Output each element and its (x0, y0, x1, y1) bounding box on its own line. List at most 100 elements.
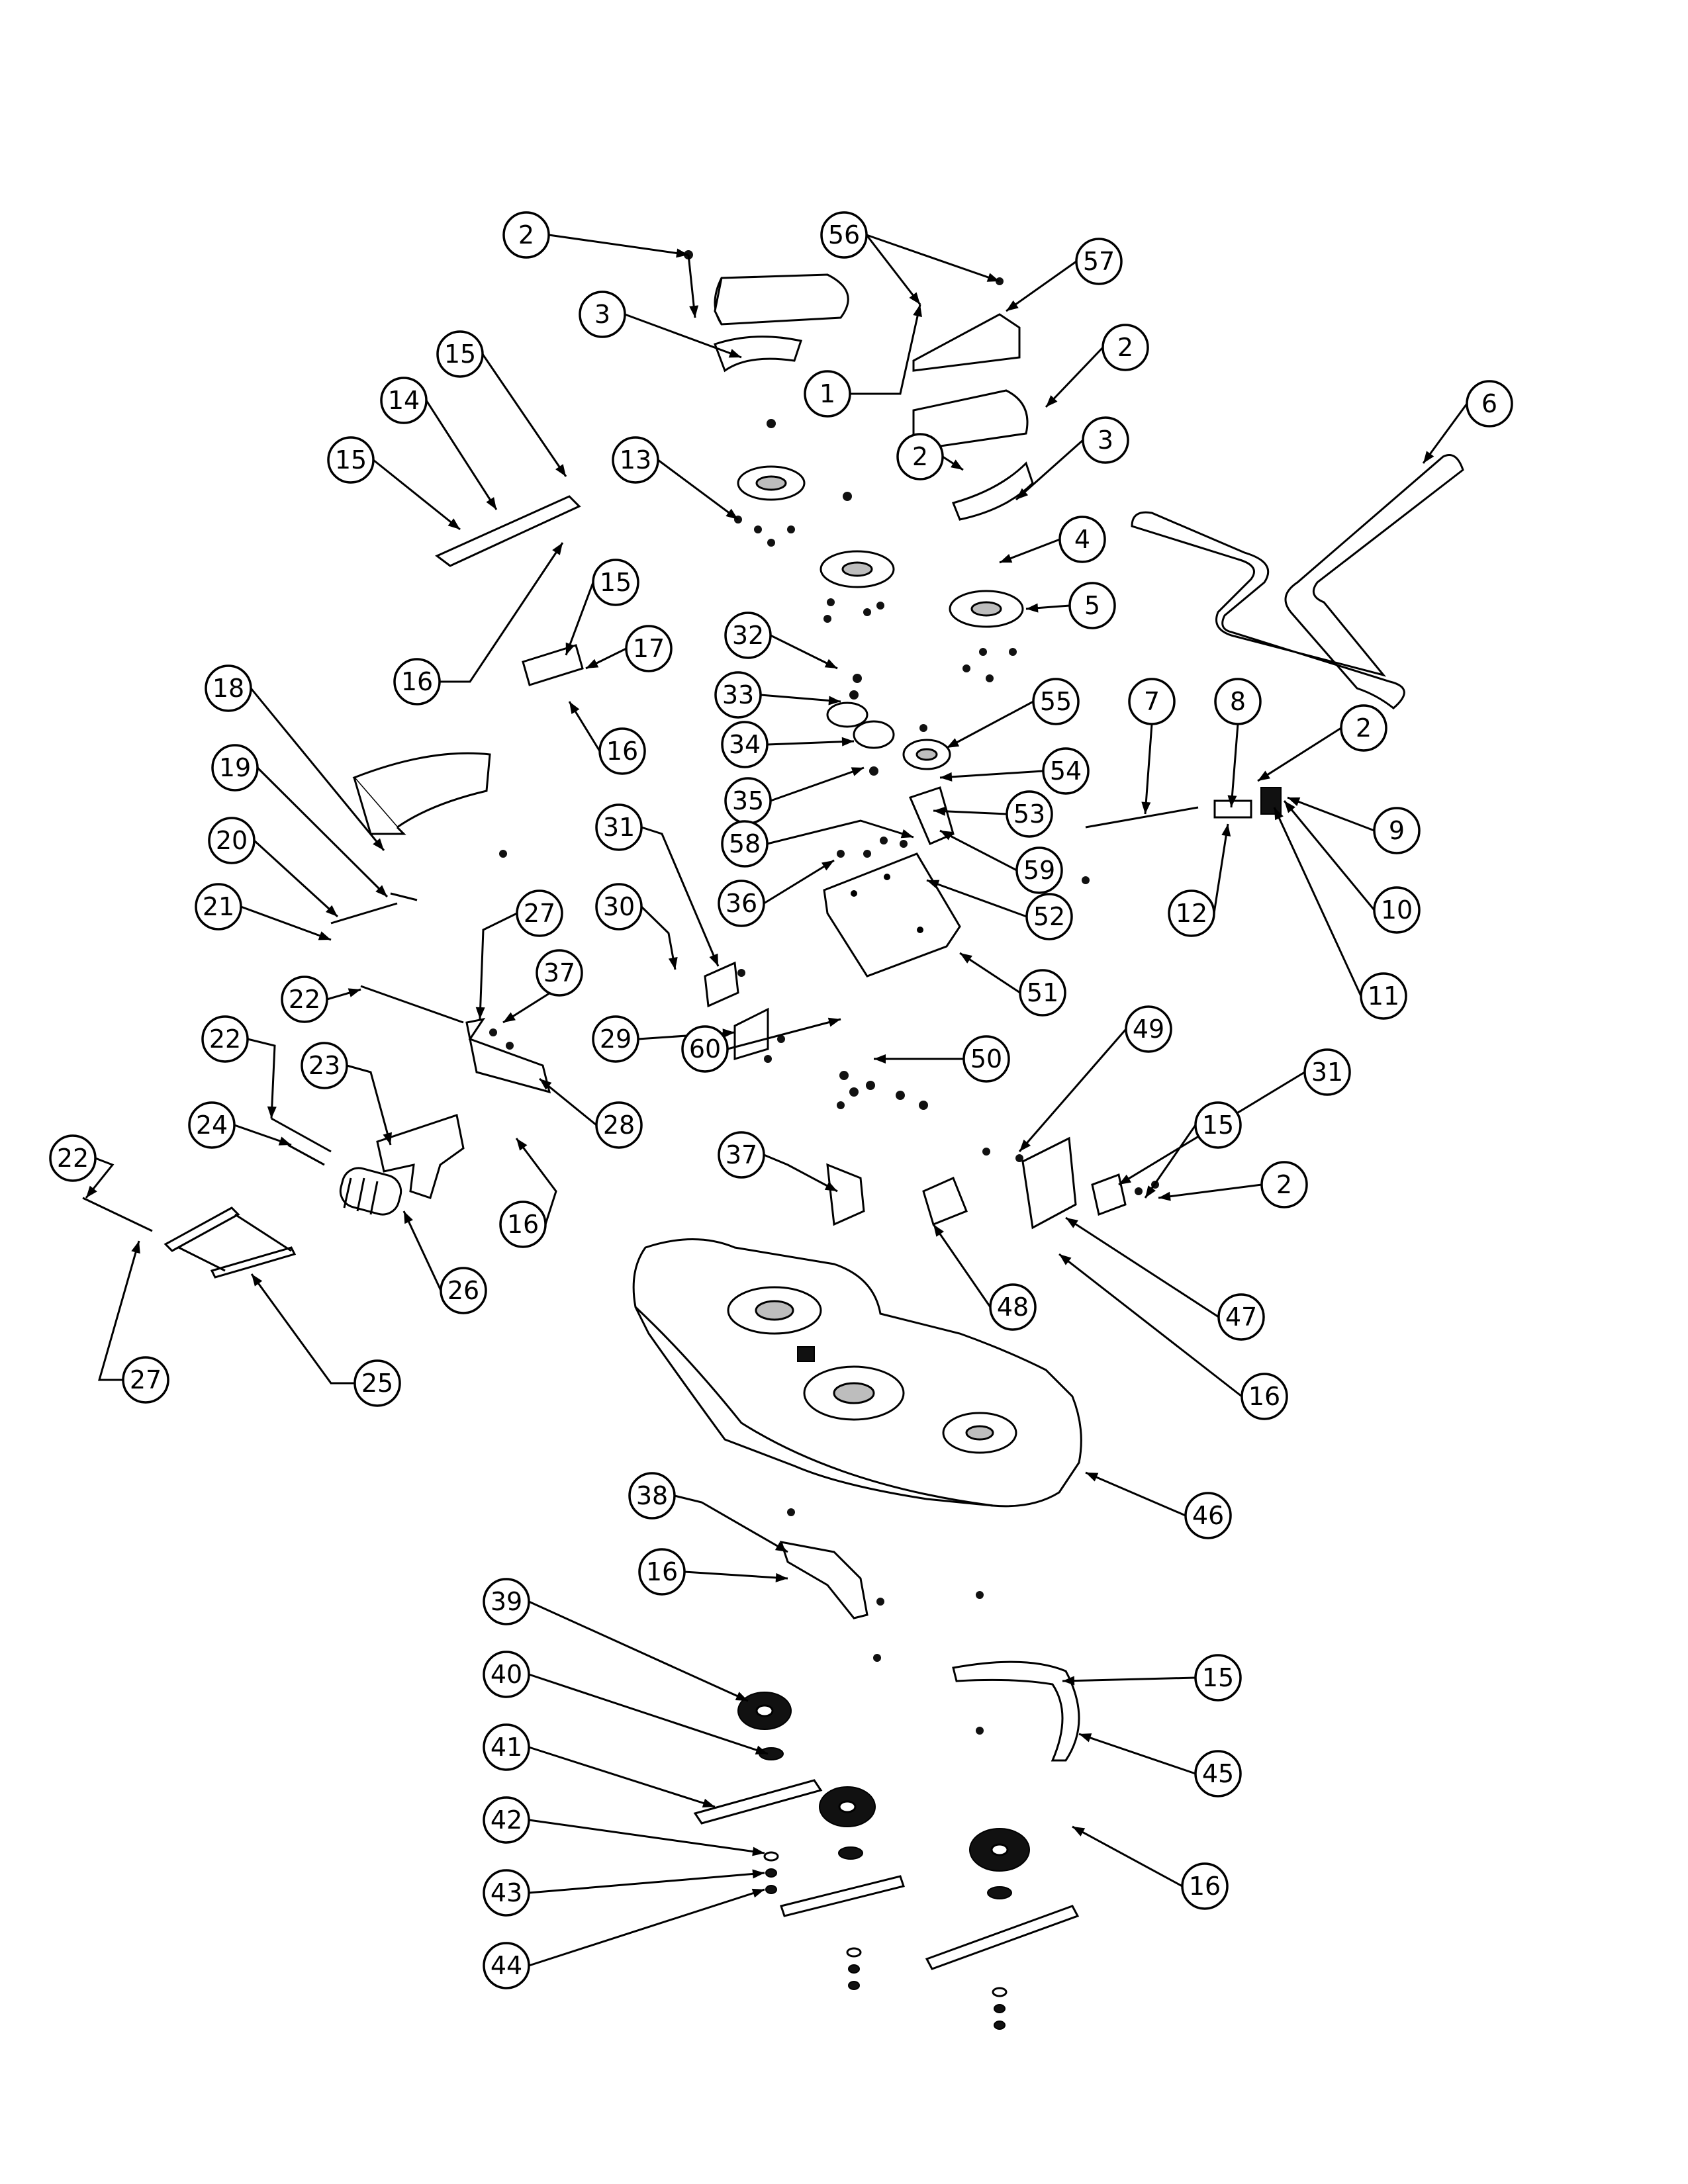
leader-line-40 (528, 1673, 769, 1755)
leader-line-16 (440, 542, 564, 683)
leader-arrowhead (728, 349, 741, 358)
part-callout-22: 22 (281, 976, 328, 1023)
leader-arrowhead (735, 1692, 748, 1701)
leader-arrowhead (539, 1079, 552, 1090)
callout-circle (638, 1548, 686, 1596)
callout-circle (595, 883, 643, 931)
belt-cover-right-part (912, 313, 1029, 451)
callout-circle (436, 330, 484, 378)
callout-circle (483, 1723, 530, 1771)
leader-line-12 (1213, 823, 1229, 914)
callout-number: 16 (507, 1210, 539, 1239)
leader-line-57 (1006, 260, 1077, 312)
part-callout-34: 34 (721, 721, 769, 768)
leader-arrowhead (668, 957, 678, 970)
callout-circle (483, 1651, 530, 1698)
callout-circle (208, 817, 256, 864)
callout-number: 2 (1117, 333, 1133, 362)
part-callout-24: 24 (188, 1101, 236, 1149)
callout-number: 56 (828, 220, 860, 250)
part-callout-15: 15 (1194, 1654, 1242, 1702)
leader-arrowhead (1158, 1191, 1171, 1201)
leader-line-30 (640, 905, 677, 970)
callout-circle (1042, 747, 1090, 795)
leader-arrowhead (1016, 488, 1029, 500)
part-callout-29: 29 (592, 1015, 639, 1063)
leader-line-23 (346, 1064, 392, 1146)
callout-number: 52 (1033, 902, 1065, 931)
callout-circle (718, 880, 765, 927)
part-callout-19: 19 (211, 744, 259, 792)
callout-number: 12 (1176, 899, 1207, 928)
leader-line-2 (1257, 727, 1342, 782)
part-callout-49: 49 (1125, 1005, 1172, 1053)
callout-number: 4 (1074, 525, 1090, 554)
callout-circle (681, 1025, 729, 1073)
leader-line-51 (959, 952, 1021, 994)
leader-line-2 (548, 234, 689, 256)
callout-number: 1 (820, 379, 835, 408)
callout-number: 6 (1481, 389, 1497, 418)
callout-number: 15 (1202, 1663, 1234, 1692)
callout-number: 3 (1098, 426, 1113, 455)
leader-line-11 (1273, 807, 1362, 997)
callout-circle (516, 889, 563, 937)
callout-number: 57 (1083, 247, 1115, 276)
callout-number: 2 (912, 442, 928, 471)
part-callout-8: 8 (1214, 678, 1262, 725)
part-callout-52: 52 (1025, 893, 1073, 940)
callout-circle (1006, 790, 1053, 838)
leader-arrowhead (755, 1745, 768, 1754)
leader-arrowhead (565, 642, 575, 655)
leader-arrowhead (555, 464, 566, 477)
leader-arrowhead (1119, 1174, 1132, 1185)
callout-number: 45 (1202, 1759, 1234, 1788)
callout-circle (483, 1796, 530, 1844)
part-callout-2: 2 (1260, 1161, 1308, 1208)
part-callout-3: 3 (579, 291, 626, 338)
leader-arrowhead (933, 1224, 944, 1237)
leader-arrowhead (1000, 554, 1013, 563)
callout-circle (724, 612, 772, 659)
part-callout-20: 20 (208, 817, 256, 864)
leader-line-15 (1062, 1676, 1196, 1682)
part-callout-41: 41 (483, 1723, 530, 1771)
callout-circle (721, 820, 769, 868)
callout-number: 37 (543, 958, 575, 987)
leader-arrowhead (851, 767, 864, 776)
blade-washers-parts (763, 1851, 1008, 2030)
leader-arrowhead (1284, 801, 1295, 813)
callout-number: 46 (1192, 1501, 1224, 1530)
leader-line-56 (866, 234, 1000, 283)
callout-number: 16 (646, 1557, 678, 1586)
callout-circle (536, 949, 583, 997)
callout-number: 24 (196, 1111, 228, 1140)
callout-number: 2 (518, 220, 534, 250)
callout-circle (896, 433, 944, 480)
callout-number: 55 (1040, 687, 1072, 716)
callout-number: 38 (636, 1481, 668, 1510)
callout-circle (1068, 582, 1116, 629)
anti-scalp-roller-part (339, 1167, 402, 1216)
callout-number: 31 (1311, 1058, 1343, 1087)
callout-number: 54 (1050, 756, 1082, 786)
leader-line-16 (1072, 1825, 1183, 1888)
callout-number: 3 (594, 300, 610, 329)
callout-circle (380, 377, 428, 424)
side-plate-part (1021, 1136, 1077, 1230)
leader-arrowhead (1423, 451, 1434, 463)
leader-arrowhead (1072, 1827, 1086, 1837)
part-callout-45: 45 (1194, 1750, 1242, 1797)
callout-circle (1025, 893, 1073, 940)
callout-circle (579, 291, 626, 338)
callout-circle (595, 1101, 643, 1149)
part-callout-11: 11 (1360, 972, 1407, 1020)
leader-arrowhead (951, 459, 963, 470)
part-callout-35: 35 (724, 777, 772, 825)
leader-line-6 (1422, 403, 1468, 464)
part-callout-40: 40 (483, 1651, 530, 1698)
callout-circle (1075, 238, 1123, 285)
part-callout-1: 1 (804, 370, 851, 418)
leader-arrowhead (404, 1211, 413, 1224)
